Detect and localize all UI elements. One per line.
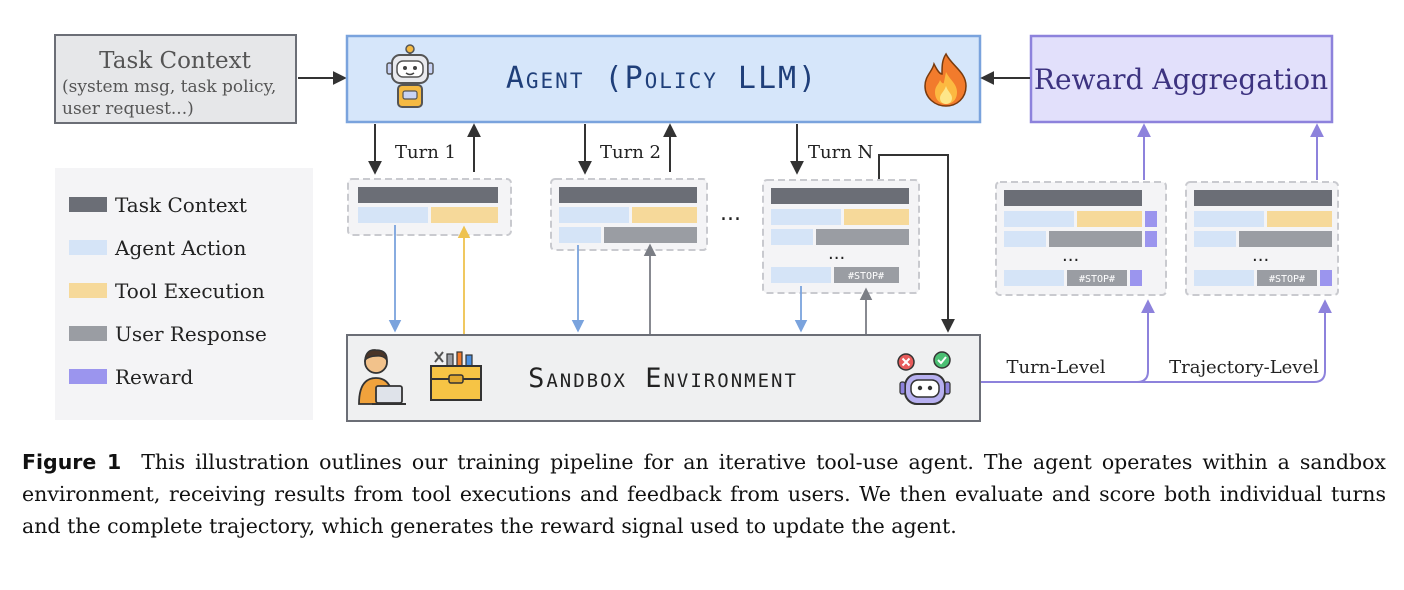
person-laptop-icon: [358, 349, 406, 405]
task-context-line-1: (system msg, task policy,: [62, 77, 276, 97]
legend-label-tool-execution: Tool Execution: [115, 279, 265, 303]
caption-text: This illustration outlines our training …: [22, 450, 1386, 538]
judge-robot-icon: [897, 351, 951, 405]
turn-level-stop-token: #STOP#: [1079, 274, 1115, 285]
legend-label-task-context: Task Context: [115, 193, 247, 217]
trajectory-level-ellipsis: ...: [1252, 245, 1269, 266]
turn-1: Turn 1: [347, 123, 512, 334]
turn-n: Turn N ... #STOP#: [762, 124, 955, 334]
agent-label: Agent (Policy LLM): [506, 61, 818, 96]
agent-box: Agent (Policy LLM): [345, 34, 982, 124]
legend-swatch-task-context: [69, 197, 107, 212]
task-context-title: Task Context: [99, 48, 251, 74]
robot-icon: [386, 44, 434, 108]
legend-swatch-user-response: [69, 326, 107, 341]
turn-n-ellipsis: ...: [828, 243, 845, 264]
turn-1-label: Turn 1: [395, 142, 456, 163]
legend-swatch-reward: [69, 369, 107, 384]
trajectory-level-label: Trajectory-Level: [1169, 357, 1319, 378]
task-context-box: Task Context (system msg, task policy, u…: [54, 34, 297, 124]
turn-level-label: Turn-Level: [1006, 357, 1105, 378]
toolbox-icon: [430, 351, 482, 401]
reward-aggregation-box: Reward Aggregation: [1029, 34, 1334, 124]
figure-label: Figure 1: [22, 450, 122, 474]
turn-n-stop-token: #STOP#: [848, 271, 884, 282]
trajectory-level-connector: [981, 299, 1332, 383]
legend-swatch-tool-execution: [69, 283, 107, 298]
sandbox-environment-box: Sandbox Environment: [346, 334, 981, 422]
trajectory-level-stop-token: #STOP#: [1269, 274, 1305, 285]
fire-icon: [924, 52, 967, 107]
legend-label-agent-action: Agent Action: [114, 236, 246, 260]
legend-label-reward: Reward: [115, 365, 193, 389]
trajectory-level-trajectory: ... #STOP#: [1185, 181, 1339, 296]
legend-label-user-response: User Response: [115, 322, 267, 346]
legend: Task Context Agent Action Tool Execution…: [55, 168, 313, 420]
legend-swatch-agent-action: [69, 240, 107, 255]
task-context-line-2: user request...): [62, 99, 194, 119]
turn-level-ellipsis: ...: [1062, 245, 1079, 266]
turn-n-label: Turn N: [808, 142, 873, 163]
turn-2: Turn 2: [550, 123, 708, 334]
reward-aggregation-label: Reward Aggregation: [1034, 63, 1328, 96]
figure-caption: Figure 1 This illustration outlines our …: [22, 446, 1386, 542]
turn-ellipsis: ...: [720, 201, 741, 226]
sandbox-label: Sandbox Environment: [528, 363, 798, 394]
turn-level-trajectory: ... #STOP#: [995, 181, 1167, 296]
turn-2-label: Turn 2: [600, 142, 661, 163]
training-pipeline-figure: Task Context (system msg, task policy, u…: [54, 34, 1339, 422]
